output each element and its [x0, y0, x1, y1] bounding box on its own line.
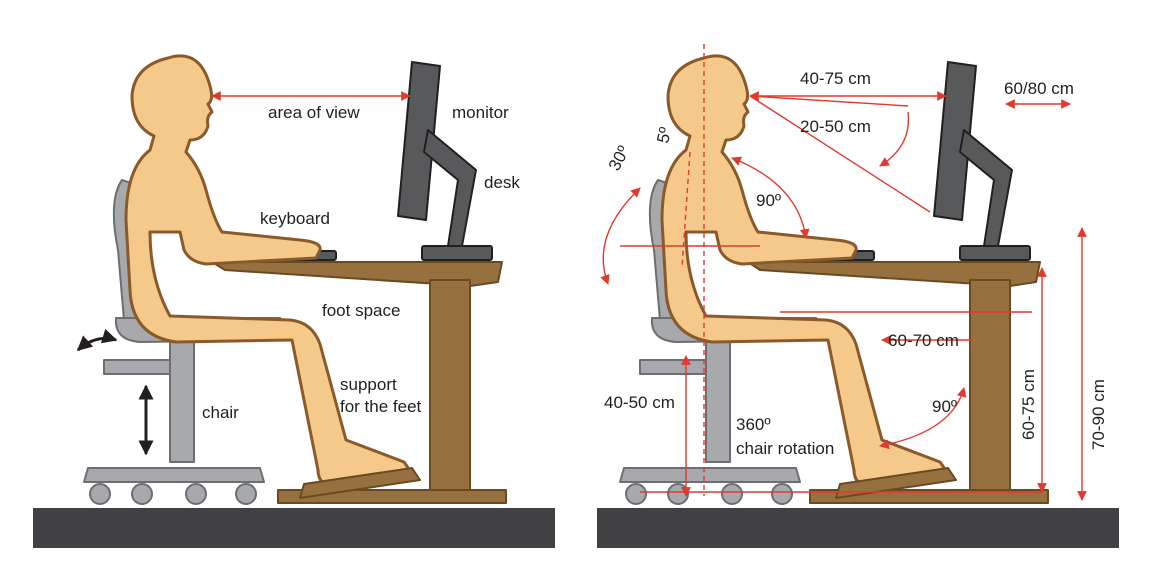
- floor: [597, 508, 1119, 548]
- label-view-angle-range: 20-50 cm: [800, 117, 871, 136]
- label-rotation-line1: 360º: [736, 415, 771, 434]
- label-support-line1: support: [340, 375, 397, 394]
- label-knee-clearance: 60-70 cm: [888, 331, 959, 350]
- left-panel: area of view monitor desk keyboard foot …: [33, 54, 555, 548]
- seated-person: [124, 54, 421, 499]
- label-total-height: 70-90 cm: [1089, 379, 1108, 450]
- label-foot-space: foot space: [322, 301, 400, 320]
- label-desk: desk: [484, 173, 520, 192]
- label-area-of-view: area of view: [268, 103, 360, 122]
- label-support-line2: for the feet: [340, 397, 422, 416]
- label-elbow-angle: 90º: [756, 191, 781, 210]
- label-head-tilt-5: 5º: [653, 126, 675, 145]
- label-seat-height: 40-50 cm: [604, 393, 675, 412]
- right-panel: 40-75 cm 60/80 cm 20-50 cm 30º 5º 90º 60…: [597, 44, 1119, 548]
- desk: [211, 261, 507, 504]
- label-knee-angle: 90º: [932, 397, 957, 416]
- desk: [747, 261, 1049, 504]
- label-keyboard: keyboard: [260, 209, 330, 228]
- label-rotation-line2: chair rotation: [736, 439, 834, 458]
- label-chair: chair: [202, 403, 239, 422]
- floor: [33, 508, 555, 548]
- label-head-tilt-30: 30º: [605, 143, 634, 174]
- label-monitor: monitor: [452, 103, 509, 122]
- label-eye-to-monitor: 40-75 cm: [800, 69, 871, 88]
- label-desk-height: 60-75 cm: [1019, 369, 1038, 440]
- label-monitor-depth: 60/80 cm: [1004, 79, 1074, 98]
- monitor: [933, 61, 1031, 261]
- measurement-lines: [600, 44, 1087, 501]
- monitor: [397, 61, 493, 261]
